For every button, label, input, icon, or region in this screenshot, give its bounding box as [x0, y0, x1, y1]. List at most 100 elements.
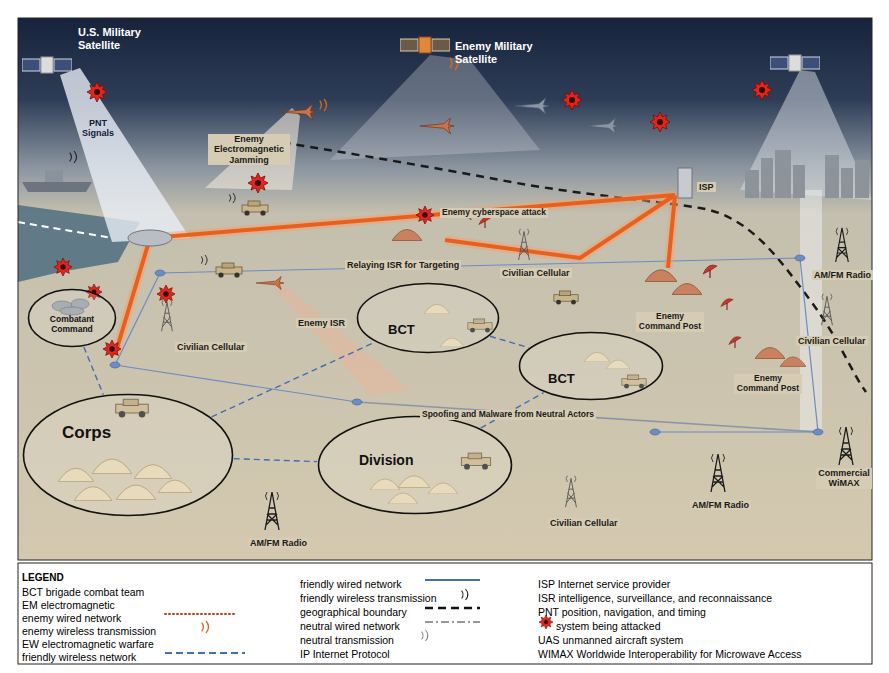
enemy-aircraft — [420, 118, 454, 134]
legend-row: IP Internet Protocol — [300, 644, 390, 662]
legend-text: BCT brigade combat team — [22, 586, 144, 598]
legend-box — [18, 563, 872, 664]
enemy-uas — [256, 276, 284, 289]
legend-text: system being attacked — [556, 620, 660, 632]
unit-name: Corps — [62, 423, 111, 443]
unit-ellipse: Combatant Command — [27, 288, 117, 348]
terrain — [18, 18, 872, 560]
picture-frame — [18, 18, 872, 560]
map-label: AM/FM Radio — [248, 538, 309, 548]
legend-row: ISP Internet service provider — [538, 574, 670, 592]
label-anchor: PNT Signals — [78, 118, 118, 139]
cyber-attack-lines — [115, 195, 675, 355]
map-label: Spoofing and Malware from Neutral Actors — [420, 410, 596, 420]
enemy-aircraft — [282, 104, 316, 120]
legend-text: neutral wired network — [300, 620, 400, 632]
label-anchor: Civilian Cellular — [500, 262, 572, 280]
map-label: Civilian Cellular — [175, 342, 247, 352]
map-label: Civilian Cellular — [548, 518, 620, 528]
legend-row: PNT position, navigation, and timing — [538, 602, 706, 620]
label-anchor: AM/FM Radio — [690, 494, 751, 512]
attack-bursts — [54, 80, 772, 358]
wimax-beam — [800, 190, 822, 430]
legend-text: friendly wired network — [300, 578, 402, 590]
map-label: LEGEND — [22, 572, 64, 584]
legend-text: enemy wireless transmission — [22, 625, 156, 637]
legend-row: ISR intelligence, surveillance, and reco… — [538, 588, 772, 606]
map-label: Enemy cyberspace attack — [440, 208, 548, 218]
unit-name: BCT — [388, 323, 415, 338]
legend-row: UAS unmanned aircraft system — [538, 630, 683, 648]
satellite — [770, 55, 820, 71]
coast-boundary — [18, 222, 112, 238]
legend-text: geographical boundary — [300, 606, 407, 618]
ellipse-shape — [358, 284, 499, 353]
map-label: ISP — [697, 182, 716, 192]
radio-tower — [836, 228, 849, 262]
network-link — [84, 347, 104, 395]
isp-building — [678, 168, 692, 198]
label-anchor: Spoofing and Malware from Neutral Actors — [420, 403, 596, 421]
label-anchor: AM/FM Radio — [248, 532, 309, 550]
network-lines — [115, 258, 818, 432]
radio-tower — [711, 454, 725, 492]
vehicle — [216, 263, 242, 278]
unit-name: BCT — [548, 372, 575, 387]
cell-tower — [162, 300, 173, 332]
legend-row: friendly wired network — [300, 574, 402, 592]
label-anchor: Enemy Military Satellite — [455, 40, 545, 65]
unit-ellipse: Division — [317, 415, 513, 515]
label-anchor: Commercial WiMAX — [816, 468, 872, 489]
legend-text: EW electromagnetic warfare — [22, 638, 154, 650]
legend-text: friendly wireless transmission — [300, 592, 437, 604]
ellipse-outline — [356, 282, 500, 354]
ship — [22, 170, 92, 192]
legend-row: friendly wireless transmission — [300, 588, 437, 606]
friendly-wireless-icon — [70, 151, 77, 163]
friendly-wireless-icon — [201, 255, 207, 265]
label-anchor: Civilian Cellular — [175, 336, 247, 354]
ellipse-shape — [24, 395, 233, 516]
label-anchor: Civilian Cellular — [796, 330, 868, 348]
label-anchor: ISP — [697, 176, 716, 194]
legend-text: UAS unmanned aircraft system — [538, 634, 683, 646]
vehicle — [242, 201, 268, 216]
legend-samples — [165, 580, 553, 653]
ellipse-outline — [22, 393, 234, 517]
label-anchor: Enemy ISR — [296, 312, 347, 330]
map-label: Commercial WiMAX — [816, 468, 872, 489]
enemy-satellite — [400, 37, 450, 53]
legend-text: ISP Internet service provider — [538, 578, 670, 590]
legend-text: ISR intelligence, surveillance, and reco… — [538, 592, 772, 604]
ellipse-shape — [319, 417, 512, 514]
ellipse-outline — [317, 415, 513, 515]
aircraft — [585, 118, 619, 134]
map-label: AM/FM Radio — [690, 500, 751, 510]
label-anchor: U.S. Military Satellite — [78, 26, 163, 51]
map-label: Enemy Military Satellite — [455, 40, 545, 65]
pnt-beam — [60, 68, 190, 242]
legend-text: neutral transmission — [300, 634, 394, 646]
map-label: Enemy Command Post — [636, 312, 704, 332]
legend-text: enemy wired network — [22, 612, 121, 624]
network-link — [490, 336, 529, 347]
legend-row: geographical boundary — [300, 602, 407, 620]
vehicle — [554, 291, 578, 305]
ellipse-outline — [518, 331, 664, 401]
legend-row: system being attacked — [556, 616, 660, 634]
legend-text: PNT position, navigation, and timing — [538, 606, 706, 618]
legend-text: friendly wireless network — [22, 651, 136, 663]
map-label: Enemy Electromagnetic Jamming — [208, 134, 290, 165]
unit-ellipse: BCT — [518, 331, 664, 401]
label-anchor: AM/FM Radio — [812, 264, 873, 282]
network-link — [212, 342, 375, 417]
enemy-satellite-beam — [330, 55, 540, 160]
ground-station — [128, 230, 172, 246]
us-satellite — [22, 57, 72, 73]
ellipse-shape — [29, 290, 116, 347]
label-anchor: Civilian Cellular — [548, 512, 620, 530]
map-label: PNT Signals — [78, 118, 118, 139]
